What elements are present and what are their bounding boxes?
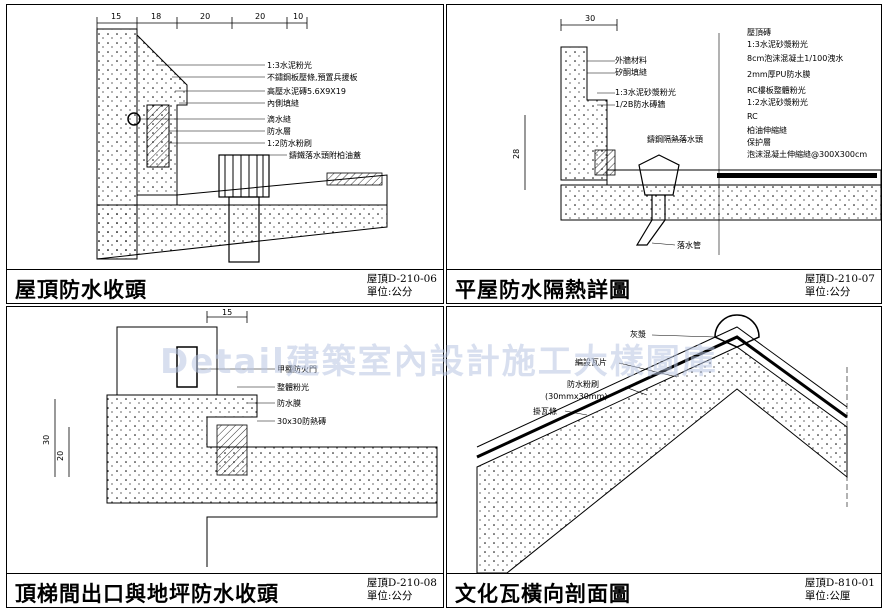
stairwell-drawing: 15 30 20 甲種防火門 整體粉光 防水膜 30x30防熱磚: [42, 308, 438, 567]
dim-20b: 20: [255, 12, 265, 21]
dim-30: 30: [585, 14, 595, 23]
dim-28: 28: [512, 149, 521, 159]
dim-15: 15: [111, 12, 121, 21]
drawing-code: 屋頂D-210-08 單位:公分: [367, 577, 437, 603]
label-batten-size: (30mmx30mm): [545, 392, 608, 401]
label-brick-wall: 1/2B防水磚牆: [615, 99, 665, 109]
label-coping-brick: 壓頂磚: [747, 27, 771, 37]
drawing-unit: 單位:公分: [804, 286, 851, 298]
label-stainless-strip: 不鏽鋼板壓條,預置兵援板: [267, 72, 358, 82]
drawing-unit: 單位:公分: [366, 286, 413, 298]
title-bar: 文化瓦橫向剖面圖 屋頂D-810-01 單位:公厘: [447, 573, 881, 608]
label-cement-finish: 1:3水泥粉光: [267, 60, 312, 70]
panel-title: 平屋防水隔熱詳圖: [455, 278, 631, 302]
flat-roof-drawing: 30 28 外牆材料 矽酮填縫 1:3水泥砂漿粉光 1/2B防水磚牆 鑄鋼隔熱落…: [512, 14, 881, 255]
panel-title: 頂梯間出口與地坪防水收頭: [15, 582, 279, 606]
right-label-column: 壓頂磚 1:3水泥砂漿粉光 8cm泡沫混凝土1/100洩水 2mm厚PU防水膜 …: [747, 27, 867, 159]
panel-roof-waterproof-edge: 15 18 20 20 10 1:3水泥粉光 不鏽鋼板壓條,預置兵援板: [6, 4, 444, 304]
label-mortar: 灰漿: [630, 329, 646, 339]
label-mortar-finish: 1:3水泥砂漿粉光: [615, 87, 676, 97]
label-inner-caulk: 內側填縫: [267, 98, 299, 108]
panel-cultural-tile-section: 灰漿 編設瓦片 防水粉刷 (30mmx30mm) 掛瓦條 文化瓦橫向剖面圖 屋頂…: [446, 306, 882, 608]
label-drip-groove: 滴水縫: [267, 114, 291, 124]
dim-15: 15: [222, 308, 232, 317]
label-cast-iron-drain: 鑄鐵落水頭附柏油蓋: [289, 150, 361, 160]
label-laid-tiles: 編設瓦片: [575, 357, 607, 367]
label-exterior-wall: 外牆材料: [615, 55, 647, 65]
dim-20a: 20: [200, 12, 210, 21]
label-waterproof-plaster: 防水粉刷: [567, 379, 599, 389]
drawing-number: 屋頂D-210-08: [366, 577, 437, 589]
label-waterproof-plaster: 1:2防水粉刷: [267, 138, 312, 148]
label-tile-batten: 掛瓦條: [533, 406, 557, 416]
label-foam-joint: 泡沫混凝土伸縮縫@300X300cm: [747, 149, 867, 159]
dim-10: 10: [293, 12, 303, 21]
label-mortar-12: 1:2水泥砂漿粉光: [747, 97, 808, 107]
label-silicone-caulk: 矽酮填縫: [615, 67, 647, 77]
drawing-number: 屋頂D-210-06: [366, 273, 437, 285]
dim-20: 20: [56, 451, 65, 461]
panel-flat-roof-insulation: 30 28 外牆材料 矽酮填縫 1:3水泥砂漿粉光 1/2B防水磚牆 鑄鋼隔熱落…: [446, 4, 882, 304]
label-rc: RC: [747, 112, 758, 121]
dim-30: 30: [42, 435, 51, 445]
label-pu-membrane: 2mm厚PU防水膜: [747, 69, 810, 79]
label-asphalt-joint: 柏油伸縮縫: [747, 125, 787, 135]
title-bar: 頂梯間出口與地坪防水收頭 屋頂D-210-08 單位:公分: [7, 573, 443, 608]
drawing-unit: 單位:公分: [366, 590, 413, 602]
label-mortar-finish-2: 1:3水泥砂漿粉光: [747, 39, 808, 49]
drawing-code: 屋頂D-210-06 單位:公分: [367, 273, 437, 299]
drawing-number: 屋頂D-210-07: [804, 273, 875, 285]
label-overall-finish: 整體粉光: [277, 382, 309, 392]
label-waterproof-membrane: 防水膜: [277, 398, 301, 408]
tile-section-drawing: 灰漿 編設瓦片 防水粉刷 (30mmx30mm) 掛瓦條: [476, 314, 848, 573]
dim-18: 18: [151, 12, 161, 21]
label-rc-slab: RC樓板整體粉光: [747, 85, 806, 95]
title-bar: 平屋防水隔熱詳圖 屋頂D-210-07 單位:公分: [447, 269, 881, 304]
roof-edge-drawing: 15 18 20 20 10 1:3水泥粉光 不鏽鋼板壓條,預置兵援板: [96, 12, 388, 263]
label-insulated-drain: 鑄鋼隔熱落水頭: [647, 134, 703, 144]
drawing-code: 屋頂D-210-07 單位:公分: [805, 273, 875, 299]
label-fire-door: 甲種防火門: [277, 364, 317, 374]
drawing-number: 屋頂D-810-01: [804, 577, 875, 589]
panel-title: 文化瓦橫向剖面圖: [455, 582, 631, 606]
drawing-code: 屋頂D-810-01 單位:公厘: [805, 577, 875, 603]
label-waterproof-layer: 防水層: [267, 126, 291, 136]
panel-title: 屋頂防水收頭: [15, 278, 147, 302]
label-heat-brick: 30x30防熱磚: [277, 416, 326, 426]
panel-stairwell-exit: 15 30 20 甲種防火門 整體粉光 防水膜 30x30防熱磚 頂梯間出口與地…: [6, 306, 444, 608]
title-bar: 屋頂防水收頭 屋頂D-210-06 單位:公分: [7, 269, 443, 304]
label-foam-concrete: 8cm泡沫混凝土1/100洩水: [747, 53, 843, 63]
label-downpipe: 落水管: [677, 240, 701, 250]
label-cement-brick: 高壓水泥磚5.6X9X19: [267, 86, 346, 96]
drawing-unit: 單位:公厘: [804, 590, 851, 602]
label-protective-layer: 保护層: [747, 137, 771, 147]
